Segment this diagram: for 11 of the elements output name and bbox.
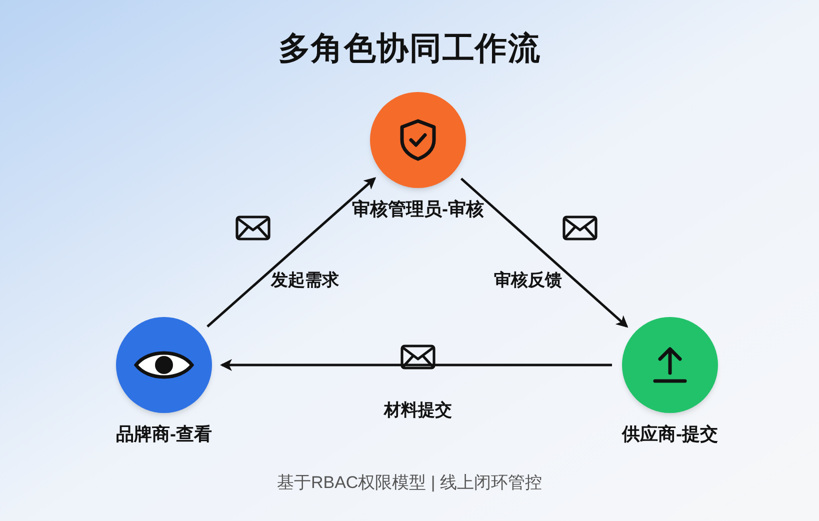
edge-label: 审核反馈 <box>494 269 562 292</box>
caption: 基于RBAC权限模型 | 线上闭环管控 <box>276 472 542 494</box>
edge-label: 发起需求 <box>271 269 339 292</box>
arrow <box>220 359 612 371</box>
role-label: 供应商-提交 <box>622 423 718 446</box>
role-label: 审核管理员-审核 <box>352 198 484 221</box>
role-label: 品牌商-查看 <box>116 423 212 446</box>
edge-label: 材料提交 <box>384 399 452 422</box>
arrow <box>206 177 376 328</box>
title: 多角色协同工作流 <box>278 29 541 68</box>
arrow <box>460 178 628 328</box>
